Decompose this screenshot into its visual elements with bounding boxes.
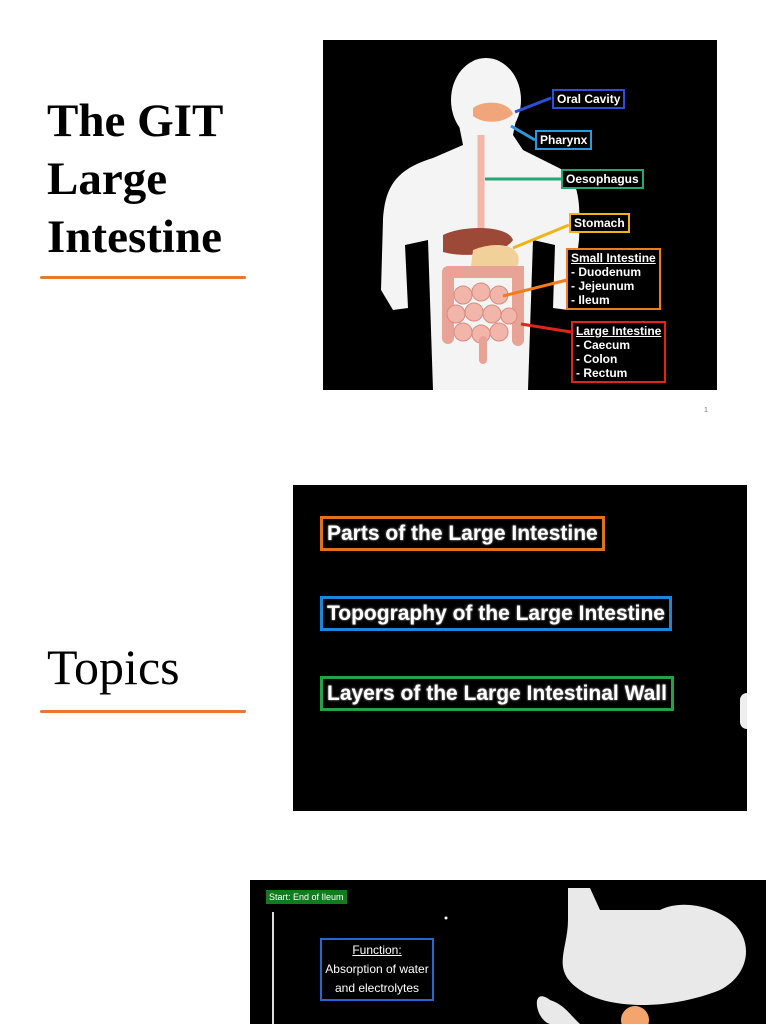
label-small-intestine: Small Intestine - Duodenum - Jejeunum - …	[566, 248, 661, 310]
head	[451, 58, 521, 142]
start-tag: Start: End of Ileum	[266, 890, 347, 904]
small-intestine-coils	[446, 282, 518, 344]
function-box: Function: Absorption of water and electr…	[320, 938, 434, 1001]
function-heading: Function:	[352, 943, 402, 957]
stomach-illustration	[444, 888, 747, 1024]
label-oesophagus: Oesophagus	[561, 169, 644, 189]
function-line: and electrolytes	[334, 981, 420, 995]
arrow-small-intestine	[502, 278, 568, 298]
page-title: The GIT Large Intestine	[47, 92, 267, 266]
topic-layers: Layers of the Large Intestinal Wall	[320, 676, 674, 711]
topics-underline	[40, 710, 246, 713]
arrow-large-intestine	[520, 322, 572, 334]
topic-parts: Parts of the Large Intestine	[320, 516, 605, 551]
small-intestine-heading: Small Intestine	[571, 251, 656, 265]
topic-topography: Topography of the Large Intestine	[320, 596, 672, 631]
anatomy-illustration	[381, 58, 580, 390]
arrow-stomach	[512, 223, 570, 250]
small-intestine-item: - Ileum	[571, 293, 610, 307]
title-line-3: Intestine	[47, 211, 222, 263]
large-intestine-item: - Rectum	[576, 366, 628, 380]
pancreas-spot	[621, 1006, 649, 1024]
page-number: 1	[704, 407, 708, 414]
title-line-2: Large	[47, 153, 168, 205]
arrow-oral-cavity	[514, 96, 552, 114]
title-underline	[40, 276, 246, 279]
topics-heading: Topics	[47, 639, 180, 695]
arrow-pharynx	[510, 124, 536, 142]
oral-cavity-shape	[473, 102, 513, 122]
topics-slide: Parts of the Large Intestine Topography …	[293, 485, 747, 811]
large-intestine-frame	[442, 266, 524, 346]
small-intestine-item: - Duodenum	[571, 265, 641, 279]
label-stomach: Stomach	[569, 213, 630, 233]
slide-edge-shape	[740, 693, 747, 729]
large-intestine-item: - Caecum	[576, 338, 631, 352]
ileum-slide: Start: End of Ileum Function: Absorption…	[250, 880, 766, 1024]
label-oral-cavity: Oral Cavity	[552, 89, 626, 109]
stomach-outline	[562, 888, 747, 1005]
small-intestine-item: - Jejeunum	[571, 279, 635, 293]
duodenum-shape	[536, 996, 580, 1024]
function-line: Absorption of water	[325, 962, 429, 976]
large-intestine-heading: Large Intestine	[576, 324, 662, 338]
large-intestine-item: - Colon	[576, 352, 618, 366]
title-line-1: The GIT	[47, 95, 224, 147]
timeline-line	[272, 912, 274, 1024]
anatomy-slide: Oral Cavity Pharynx Oesophagus Stomach S…	[323, 40, 717, 390]
label-pharynx: Pharynx	[535, 130, 593, 150]
small-dot	[444, 916, 448, 920]
label-large-intestine: Large Intestine - Caecum - Colon - Rectu…	[571, 321, 667, 383]
